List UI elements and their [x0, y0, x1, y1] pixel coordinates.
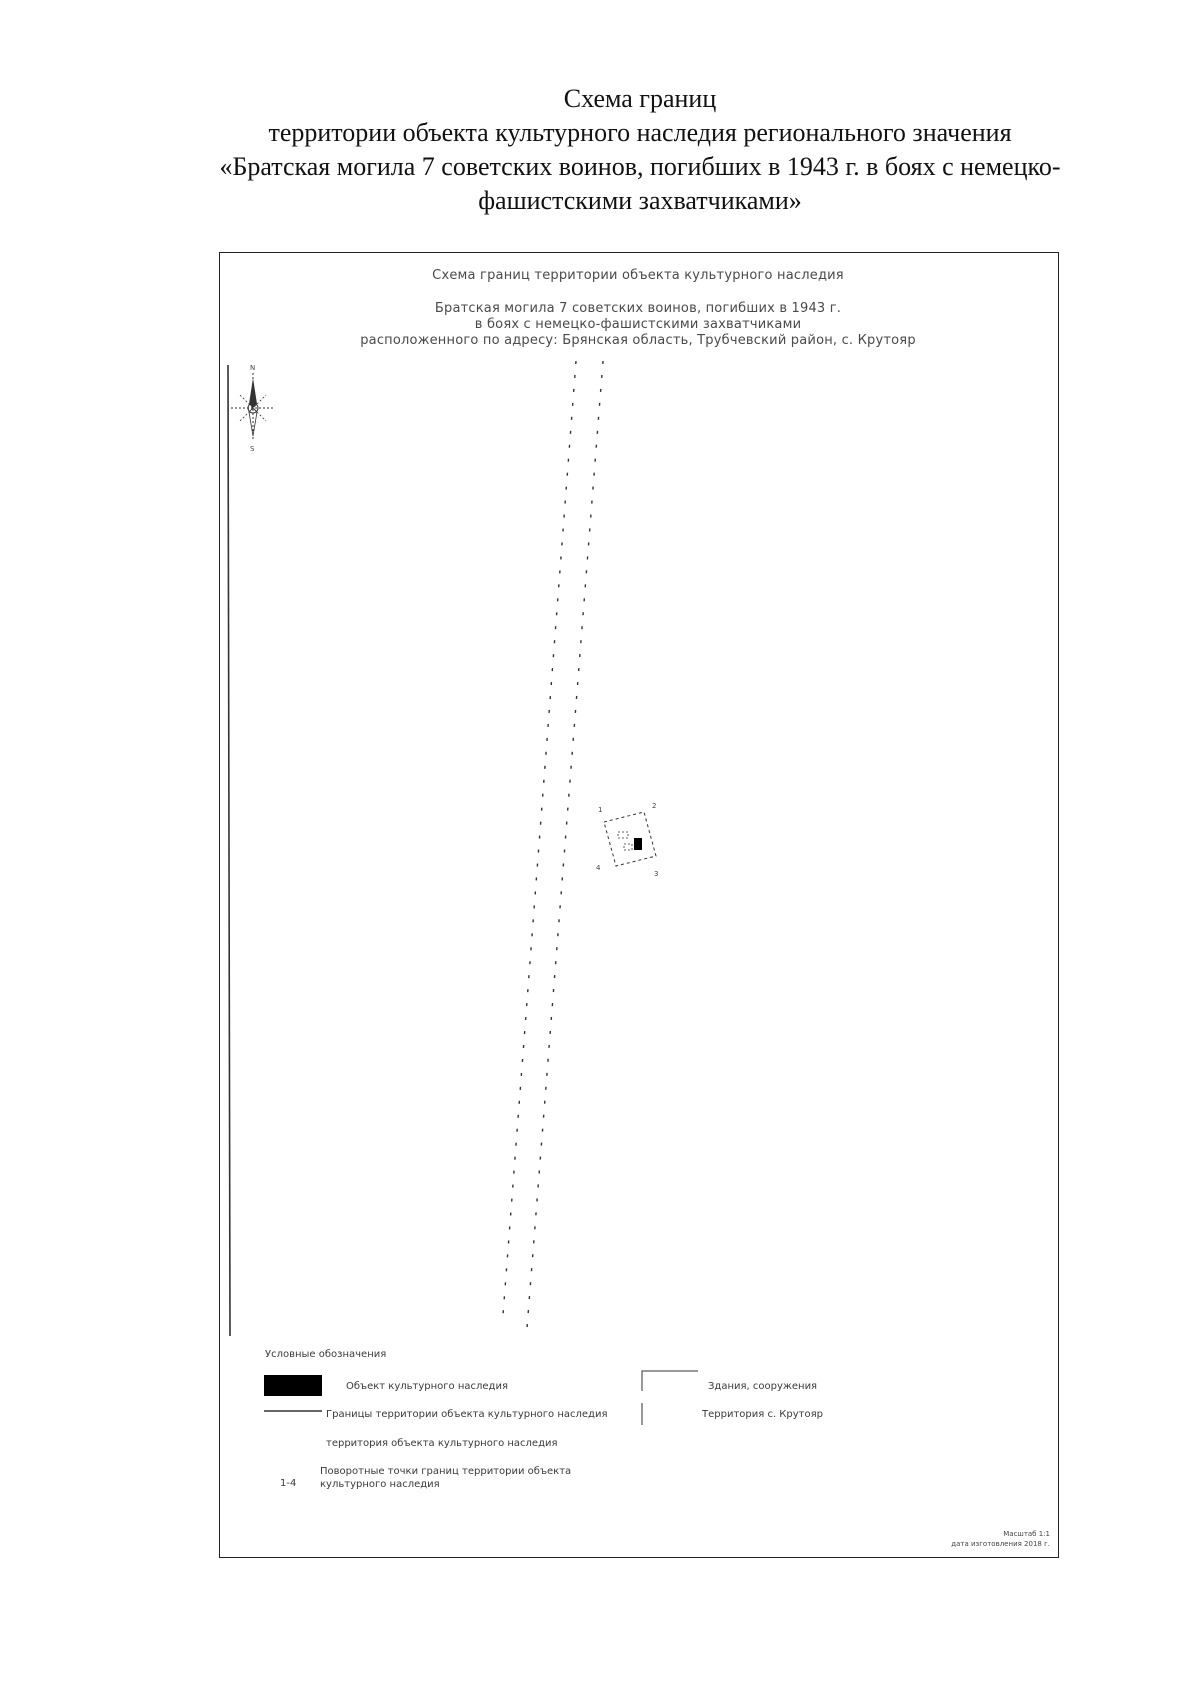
legend-symbol-points: 1-4: [280, 1478, 296, 1489]
map-header-line-4: расположенного по адресу: Брянская облас…: [360, 333, 916, 348]
document-title-line-1: Схема границ: [563, 84, 717, 113]
map-header: Схема границ территории объекта культурн…: [360, 268, 916, 348]
north-arrow-icon: N S: [231, 364, 275, 453]
legend-label-buildings: Здания, сооружения: [708, 1381, 817, 1392]
point-label-4: 4: [596, 864, 601, 872]
corner-note: Масштаб 1:1 дата изготовления 2018 г.: [951, 1530, 1050, 1548]
legend-label-object: Объект культурного наследия: [346, 1381, 508, 1392]
legend-label-points: Поворотные точки границ территории объек…: [320, 1466, 572, 1490]
document-title-line-4: фашистскими захватчиками»: [478, 186, 802, 215]
legend: Условные обозначения Объект культурного …: [264, 1349, 823, 1490]
map-header-line-2: Братская могила 7 советских воинов, поги…: [435, 301, 841, 316]
map-canvas: Схема границ территории объекта культурн…: [227, 268, 1050, 1548]
south-letter: S: [250, 445, 255, 453]
road-line-right: [526, 360, 604, 1329]
legend-symbol-object: [264, 1375, 322, 1396]
legend-label-settlement: Территория с. Крутояр: [701, 1409, 823, 1420]
document-title: Схема границ территории объекта культурн…: [150, 82, 1130, 218]
legend-label-territory: территория объекта культурного наследия: [326, 1438, 558, 1449]
corner-note-line-2: дата изготовления 2018 г.: [951, 1540, 1050, 1548]
road-line-left: [502, 360, 577, 1316]
monument-object: 1 2 3 4: [596, 802, 658, 878]
map-header-line-1: Схема границ территории объекта культурн…: [432, 268, 844, 283]
map-header-line-3: в боях с немецко-фашистскими захватчикам…: [475, 317, 802, 332]
point-label-2: 2: [652, 802, 656, 810]
point-label-3: 3: [654, 870, 658, 878]
north-letter: N: [250, 364, 255, 372]
legend-symbol-buildings: [641, 1370, 698, 1391]
legend-title: Условные обозначения: [265, 1349, 386, 1360]
object-fill-mark: [634, 838, 642, 850]
map-frame: Схема границ территории объекта культурн…: [219, 252, 1059, 1558]
legend-label-boundary: Границы территории объекта культурного н…: [326, 1409, 607, 1420]
document-title-line-2: территории объекта культурного наследия …: [268, 118, 1012, 147]
document-title-line-3: «Братская могила 7 советских воинов, пог…: [219, 152, 1061, 181]
legend-label-points-wrap: Поворотные точки границ территории объек…: [320, 1466, 572, 1490]
point-label-1: 1: [598, 806, 602, 814]
left-boundary-line: [227, 364, 231, 1337]
corner-note-line-1: Масштаб 1:1: [1003, 1530, 1050, 1538]
